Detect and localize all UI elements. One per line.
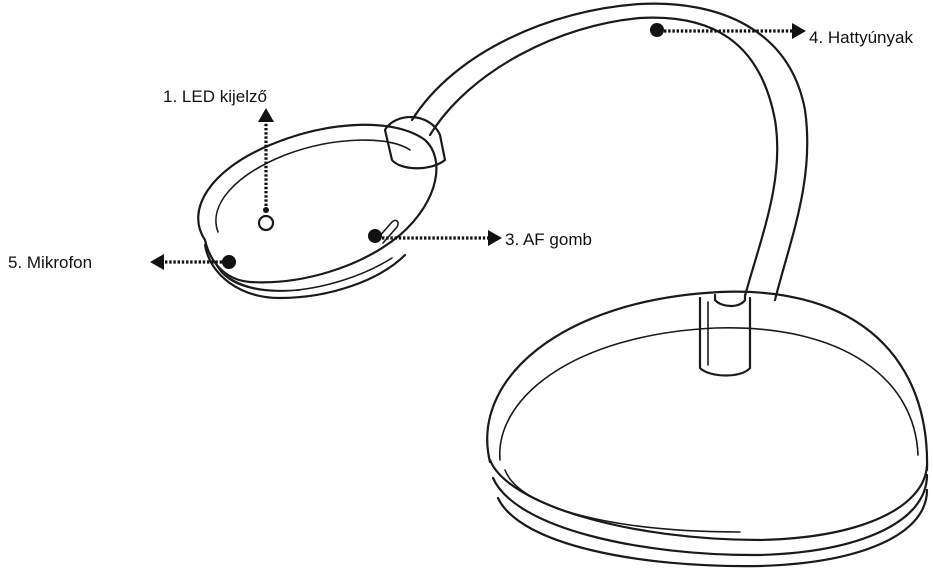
camera-head [197, 123, 438, 300]
neck-collar [698, 293, 752, 377]
af-button-marker [368, 229, 382, 243]
callout-led-display: 1. LED kijelző [163, 87, 274, 213]
arrowhead-left [150, 254, 164, 270]
callout-af-button: 3. AF gomb [368, 229, 592, 249]
af-button-label: 3. AF gomb [505, 230, 592, 249]
gooseneck-marker [650, 23, 664, 37]
arrowhead-right [792, 23, 806, 39]
led-display-label: 1. LED kijelző [163, 87, 267, 106]
gooseneck [383, 2, 809, 302]
callout-microphone: 5. Mikrofon [8, 253, 236, 272]
callout-gooseneck: 4. Hattyúnyak [650, 23, 913, 47]
arrowhead-right [488, 230, 502, 246]
microphone-marker [222, 255, 236, 269]
camera-base [486, 290, 929, 568]
gooseneck-label: 4. Hattyúnyak [809, 28, 913, 47]
microphone-label: 5. Mikrofon [8, 253, 92, 272]
arrowhead-up [258, 108, 274, 122]
